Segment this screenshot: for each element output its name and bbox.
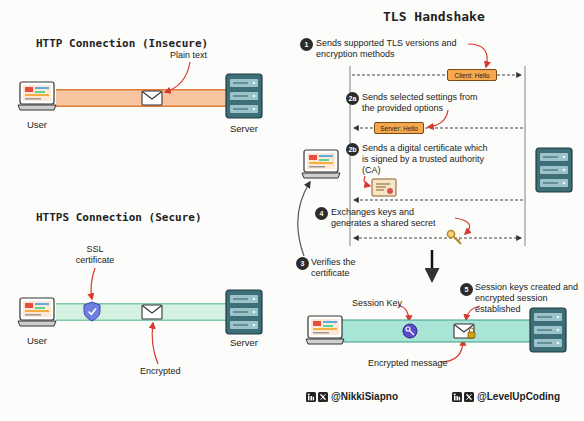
node-text: User — [27, 335, 47, 346]
callout-label: SSL certificate — [70, 244, 120, 266]
social-logos — [306, 392, 474, 402]
author-handle: @LevelUpCoding — [477, 391, 560, 402]
session-band — [340, 320, 532, 342]
shield-icon — [84, 302, 100, 321]
server-node: Server — [226, 74, 262, 134]
certificate-icon — [372, 179, 396, 196]
laptop-icon — [302, 150, 340, 178]
step-description: Sends supported TLS versions and encrypt… — [316, 38, 466, 60]
step-description: Exchanges keys and generates a shared se… — [331, 207, 456, 229]
step-description: Session keys created and encrypted sessi… — [475, 282, 579, 315]
laptop-icon — [18, 82, 56, 110]
author-handle: @NikkiSiapno — [331, 391, 398, 402]
connection-band — [56, 312, 226, 313]
leader-arrow — [298, 182, 310, 256]
step-badge: 2b — [346, 143, 359, 156]
node-text: User — [27, 119, 47, 130]
locked-envelope-icon — [454, 324, 475, 338]
leader-arrow — [152, 323, 158, 364]
node-text: Server: Hello — [380, 125, 418, 132]
message-box: Server: Hello — [374, 122, 424, 134]
step-badge: 4 — [315, 207, 328, 220]
leader-arrow — [165, 62, 190, 92]
message-box: Client: Hello — [447, 69, 497, 81]
step-description: Verifies the certificate — [311, 257, 369, 279]
connection-band — [56, 98, 226, 99]
flow-arrow — [431, 250, 434, 280]
server-icon — [226, 290, 262, 334]
envelope-icon — [142, 91, 162, 105]
node-text: 2b — [348, 146, 356, 153]
step-badge: 5 — [460, 283, 473, 296]
node-text: 1 — [305, 41, 309, 48]
node-text: 2a — [349, 95, 357, 102]
user-node: User — [18, 82, 56, 130]
callout-label: Encrypted message — [368, 358, 448, 369]
section-title: HTTPS Connection (Secure) — [36, 212, 202, 223]
node-text: Server — [230, 123, 258, 134]
laptop-icon — [306, 316, 344, 344]
callout-label: Encrypted — [140, 366, 181, 377]
server-icon — [226, 74, 262, 118]
laptop-icon — [18, 298, 56, 326]
node-text: 5 — [465, 286, 469, 293]
key-icon — [447, 230, 461, 244]
step-description: Sends selected settings from the provide… — [362, 92, 484, 114]
leader-arrow — [91, 268, 95, 299]
server-icon — [536, 148, 572, 192]
node-text: Client: Hello — [454, 72, 489, 79]
session-key-icon — [403, 324, 417, 338]
node-text: 4 — [320, 210, 324, 217]
leader-arrows — [364, 44, 487, 362]
user-node: User — [18, 298, 56, 346]
step-badge: 3 — [296, 257, 309, 270]
step-description: Sends a digital certificate which is sig… — [362, 143, 492, 176]
envelope-icon — [142, 305, 162, 319]
node-text: Server — [230, 337, 258, 348]
step-badge: 1 — [300, 38, 313, 51]
step-badge: 2a — [346, 92, 359, 105]
callout-label: Plain text — [170, 50, 207, 61]
callout-label: Session Key — [352, 298, 402, 309]
server-node: Server — [226, 290, 262, 348]
section-title: HTTP Connection (Insecure) — [36, 38, 208, 49]
server-icon — [530, 308, 566, 352]
section-title: TLS Handshake — [383, 11, 485, 22]
node-text: 3 — [301, 260, 305, 267]
